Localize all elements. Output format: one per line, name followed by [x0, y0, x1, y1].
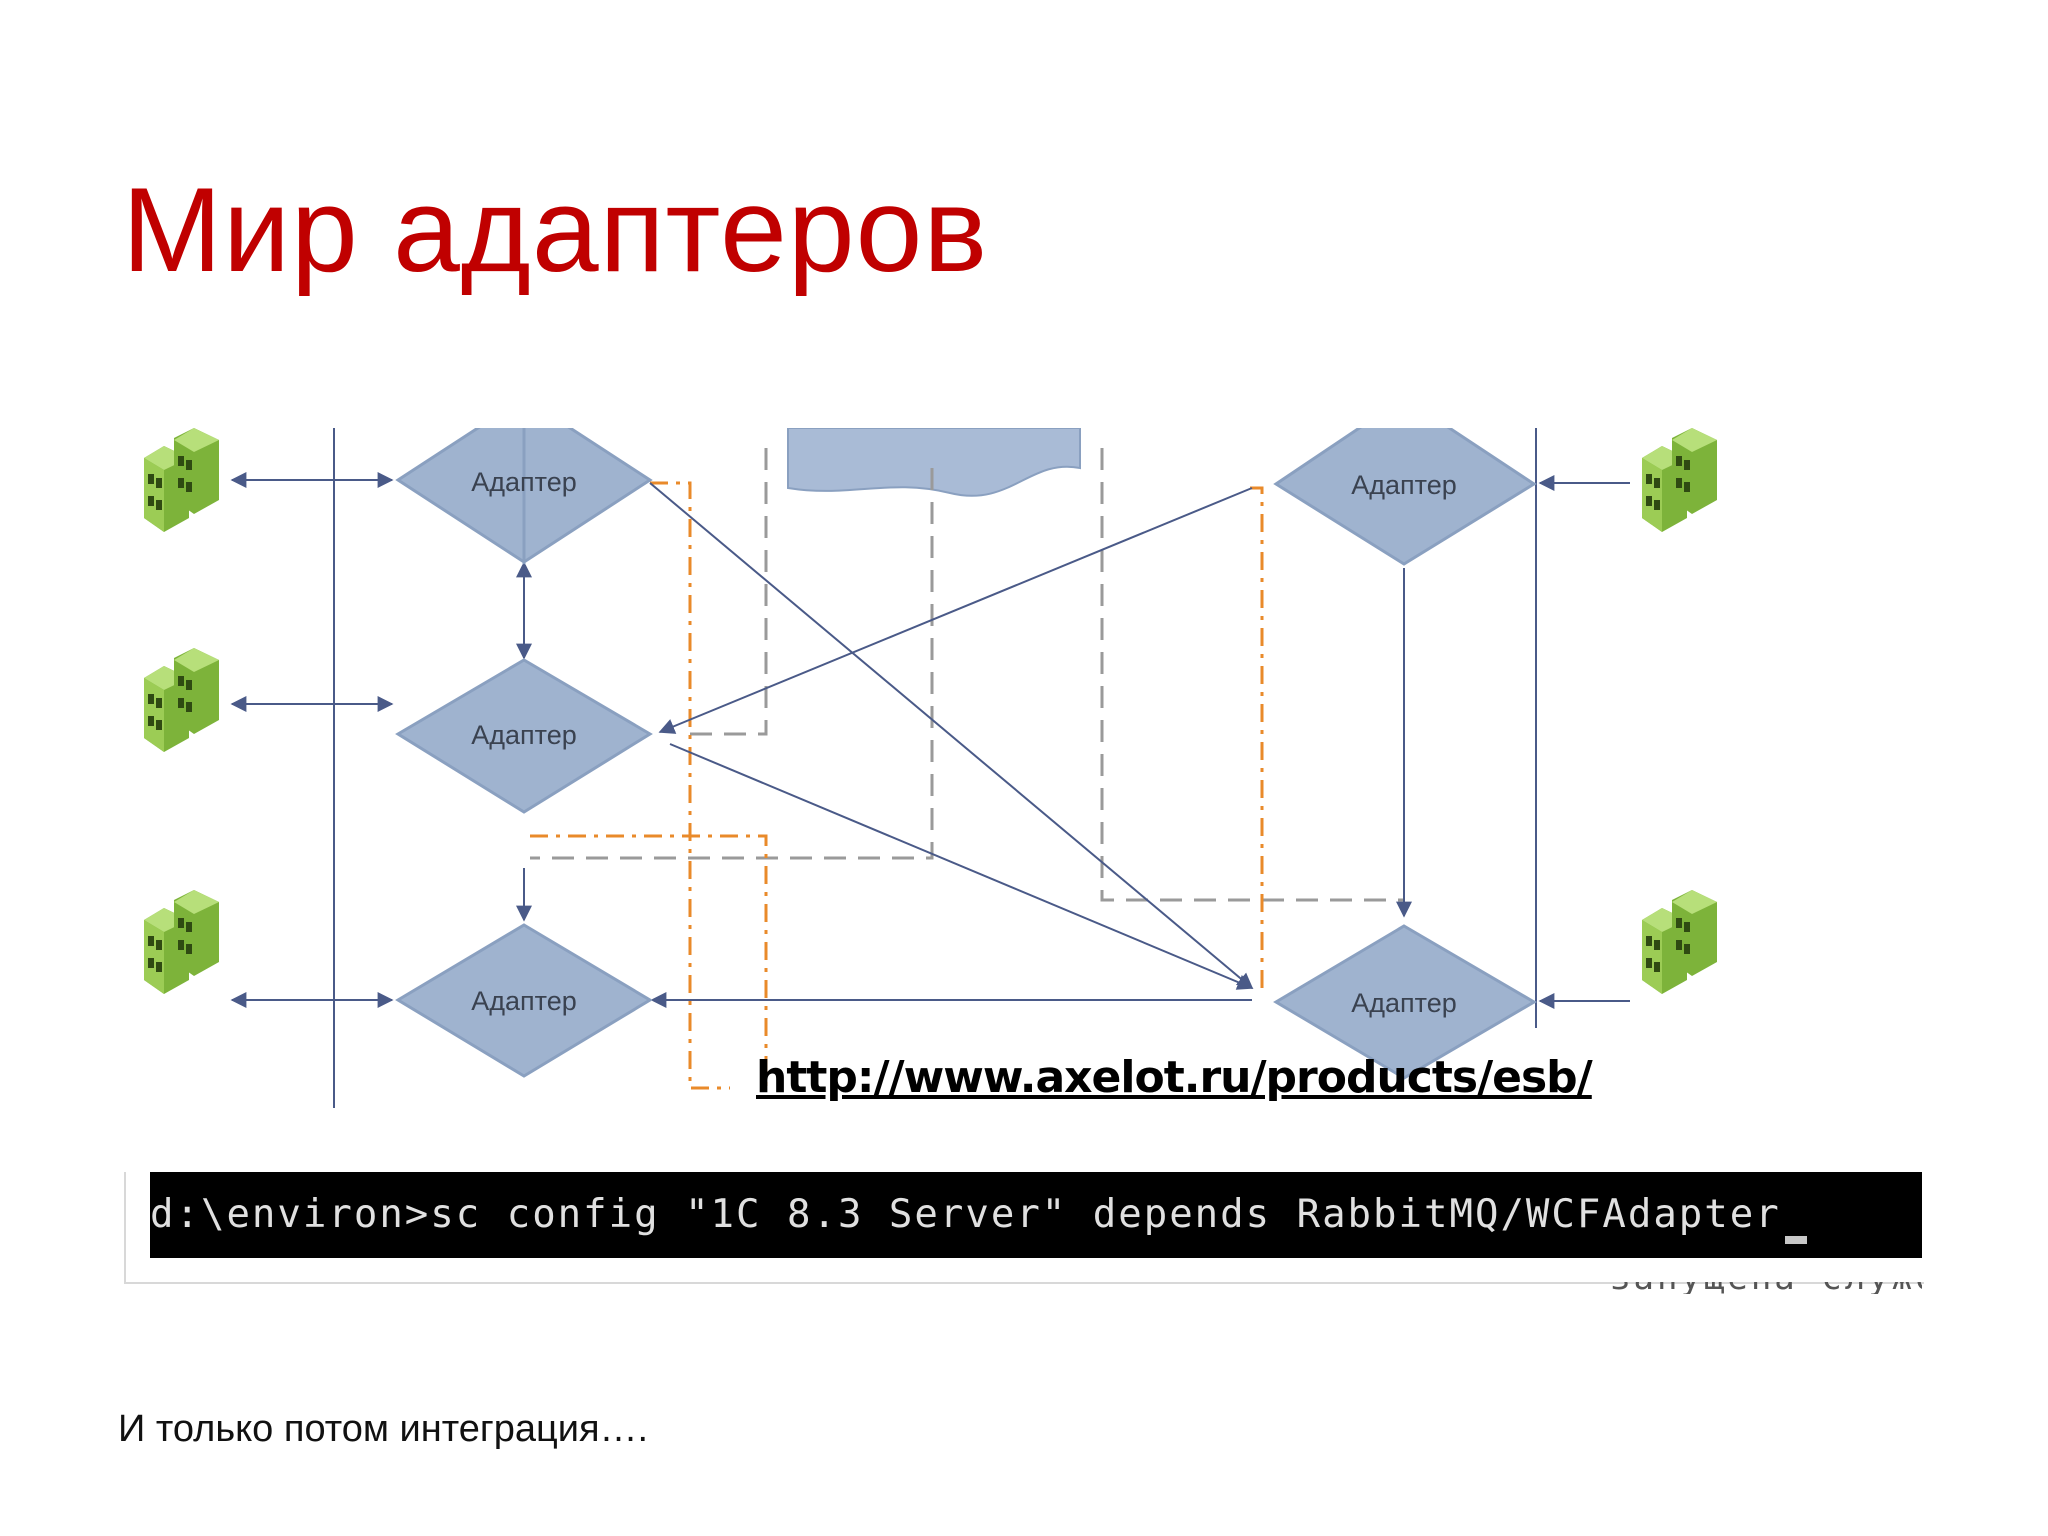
server-stack-icon: [1642, 428, 1717, 532]
source-url-link[interactable]: http://www.axelot.ru/products/esb/: [756, 1052, 1593, 1103]
console-window: d:\environ>sc config "1C 8.3 Server" dep…: [150, 1172, 1922, 1258]
message-queue-shape: [787, 428, 1081, 497]
console-command: d:\environ>sc config "1C 8.3 Server" dep…: [150, 1192, 1781, 1237]
adapter-node: [395, 658, 653, 814]
server-stack-icon: [144, 890, 219, 994]
server-stack-icon: [1642, 890, 1717, 994]
console-cut-text: запущена служб: [1610, 1282, 1922, 1294]
slide-footer-text: И только потом интеграция….: [118, 1408, 649, 1450]
adapter-node: [1273, 924, 1537, 1080]
server-stack-icon: [144, 428, 219, 532]
adapter-node: [1273, 428, 1537, 566]
slide-title: Мир адаптеров: [122, 163, 989, 297]
server-stack-icon: [144, 648, 219, 752]
adapter-label: Адаптер: [1351, 470, 1457, 500]
adapter-label: Адаптер: [471, 467, 577, 497]
adapter-label: Адаптер: [471, 720, 577, 750]
esb-adapter-diagram: Адаптер Адаптер Адаптер Адаптер Адаптер: [144, 428, 1717, 1108]
adapter-label: Адаптер: [1351, 988, 1457, 1018]
adapter-node: [395, 923, 653, 1078]
adapter-label: Адаптер: [471, 986, 577, 1016]
text-cursor-icon: [1784, 1236, 1807, 1244]
